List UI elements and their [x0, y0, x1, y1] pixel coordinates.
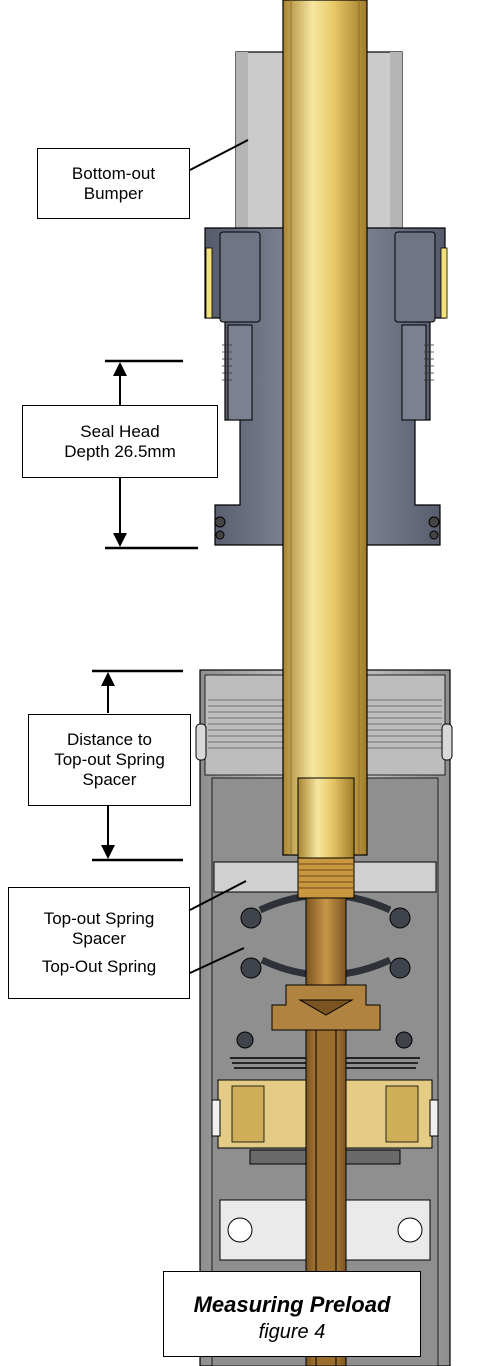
bottom-out-bumper-label: Bottom-out Bumper: [37, 148, 190, 219]
seal-head-dimension: [105, 359, 198, 550]
caption-title: Measuring Preload: [193, 1292, 391, 1317]
spring-label-text: Top-Out Spring: [41, 957, 157, 976]
distance-to-spacer-label: Distance to Top-out Spring Spacer: [28, 714, 191, 806]
spacer-label-text: Top-out Spring Spacer: [43, 909, 155, 948]
spacer-and-spring-label: Top-out Spring Spacer Top-Out Spring: [8, 887, 190, 999]
spacer-distance-dimension: [92, 669, 183, 862]
seal-head-depth-label: Seal Head Depth 26.5mm: [22, 405, 218, 478]
caption-subtitle: figure 4: [258, 1321, 326, 1343]
shaft: [271, 0, 381, 1366]
leader-lines: [189, 139, 249, 974]
figure-caption: Measuring Preload figure 4: [163, 1271, 421, 1357]
